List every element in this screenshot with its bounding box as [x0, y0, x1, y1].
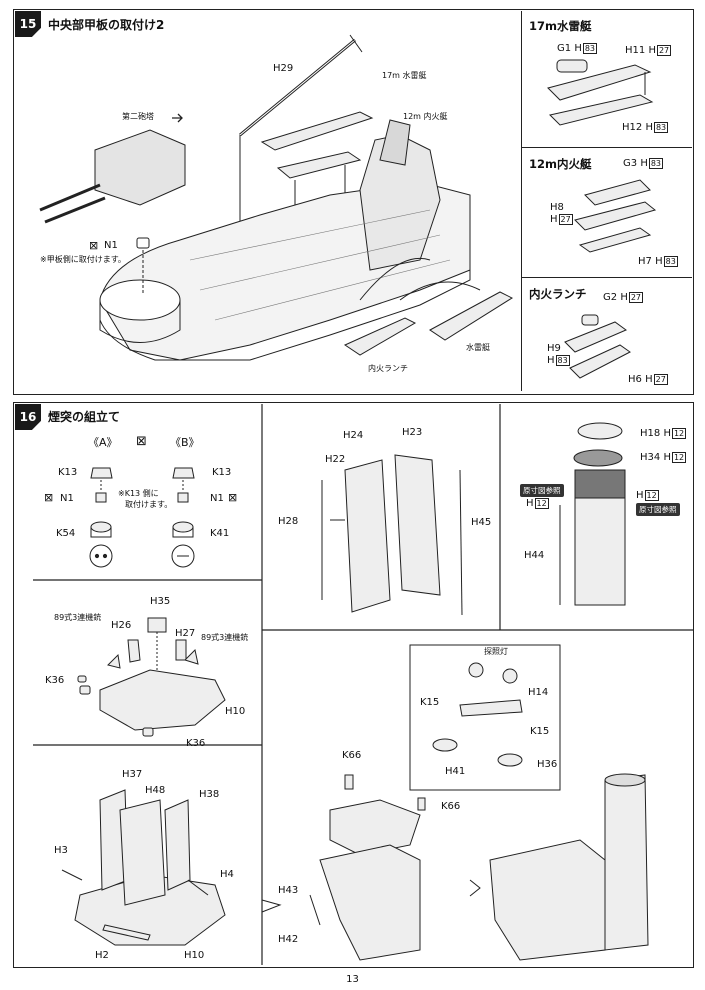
h37-label: H37: [122, 769, 143, 780]
h45-label: H45: [471, 517, 492, 528]
h24-label: H24: [343, 430, 364, 441]
box-launch: [521, 278, 692, 391]
step15-panel: [13, 9, 694, 395]
h41-label: H41: [445, 766, 466, 777]
box-17m-title: 17m水雷艇: [529, 19, 592, 33]
n1-label: N1: [104, 240, 118, 251]
box-launch-title: 内火ランチ: [529, 287, 587, 301]
no-glue-icon-b: ⊠: [228, 491, 238, 504]
h28-label: H28: [278, 516, 299, 527]
boat12-parts-illustration: [574, 179, 657, 253]
h48-label: H48: [145, 785, 166, 796]
option-select-icon: ⊠: [136, 434, 147, 449]
h22-label: H22: [325, 454, 346, 465]
box-12m: [521, 148, 692, 278]
launch-parts-illustration: [564, 314, 631, 379]
funnel-assembled-illustration: [559, 422, 626, 606]
suirai-label: 水雷艇: [466, 343, 490, 352]
h44-label: H44: [524, 550, 545, 561]
k66-label-2: K66: [441, 801, 461, 812]
guns-a-label: 89式3連機銃: [54, 613, 102, 622]
ref-tag-2: 原寸図参照: [636, 503, 680, 516]
option-a-label: 《A》: [88, 436, 118, 449]
searchlight-label: 探照灯: [484, 647, 508, 656]
k13-b-label: K13: [212, 467, 232, 478]
h43-label: H43: [278, 885, 299, 896]
h27-label: H27: [175, 628, 196, 639]
step16-title: 煙突の組立て: [48, 410, 121, 424]
naika-launch-label: 内火ランチ: [368, 364, 408, 373]
no-glue-icon: ⊠: [89, 239, 99, 252]
box-17m: [521, 11, 692, 148]
k13-note-1: ※K13 側に: [118, 489, 159, 498]
h36-label: H36: [537, 759, 558, 770]
k15-label-1: K15: [420, 697, 440, 708]
option-parts-illustration: [89, 467, 195, 568]
h3-label: H3: [54, 845, 68, 856]
h42-label: H42: [278, 934, 299, 945]
guns-b-label: 89式3連機銃: [201, 633, 249, 642]
funnel-halves-illustration: [321, 454, 463, 616]
h38-label: H38: [199, 789, 220, 800]
k36-label-2: K36: [186, 738, 206, 749]
k13-a-label: K13: [58, 467, 78, 478]
k15-label-2: K15: [530, 726, 550, 737]
k41-label: K41: [210, 528, 230, 539]
boat17-label: 17m 水雷艇: [382, 71, 427, 80]
searchlight-illustration: [432, 662, 523, 767]
no-glue-icon-a: ⊠: [44, 491, 54, 504]
n1-a-label: N1: [60, 493, 74, 504]
option-b-label: 《B》: [170, 436, 200, 449]
k36-label-1: K36: [45, 675, 65, 686]
k13-note-2: 取付けます。: [125, 500, 173, 509]
h10-label-1: H10: [225, 706, 246, 717]
n1-note: ※甲板側に取付けます。: [40, 255, 126, 264]
h35-label: H35: [150, 596, 171, 607]
box-12m-title: 12m内火艇: [529, 157, 592, 171]
boat12-label: 12m 内火艇: [403, 112, 448, 121]
h4-label: H4: [220, 869, 234, 880]
h2-label: H2: [95, 950, 109, 961]
boat17-parts-illustration: [547, 59, 654, 126]
h23-label: H23: [402, 427, 423, 438]
step15-hull-illustration: [39, 34, 514, 361]
step16-badge: 16: [15, 404, 41, 430]
k54-label: K54: [56, 528, 76, 539]
k66-label-1: K66: [342, 750, 362, 761]
gun-platform-illustration: [77, 617, 226, 737]
h29-label: H29: [273, 63, 294, 74]
ref-tag-1: 原寸図参照: [520, 484, 564, 497]
page-number: 13: [346, 974, 359, 985]
step16-panel: [13, 402, 694, 968]
h10-label-2: H10: [184, 950, 205, 961]
n1-b-label: N1: [210, 493, 224, 504]
h14-label: H14: [528, 687, 549, 698]
step15-title: 中央部甲板の取付け2: [48, 18, 165, 32]
h26-label: H26: [111, 620, 132, 631]
second-turret-label: 第二砲塔: [122, 112, 154, 121]
